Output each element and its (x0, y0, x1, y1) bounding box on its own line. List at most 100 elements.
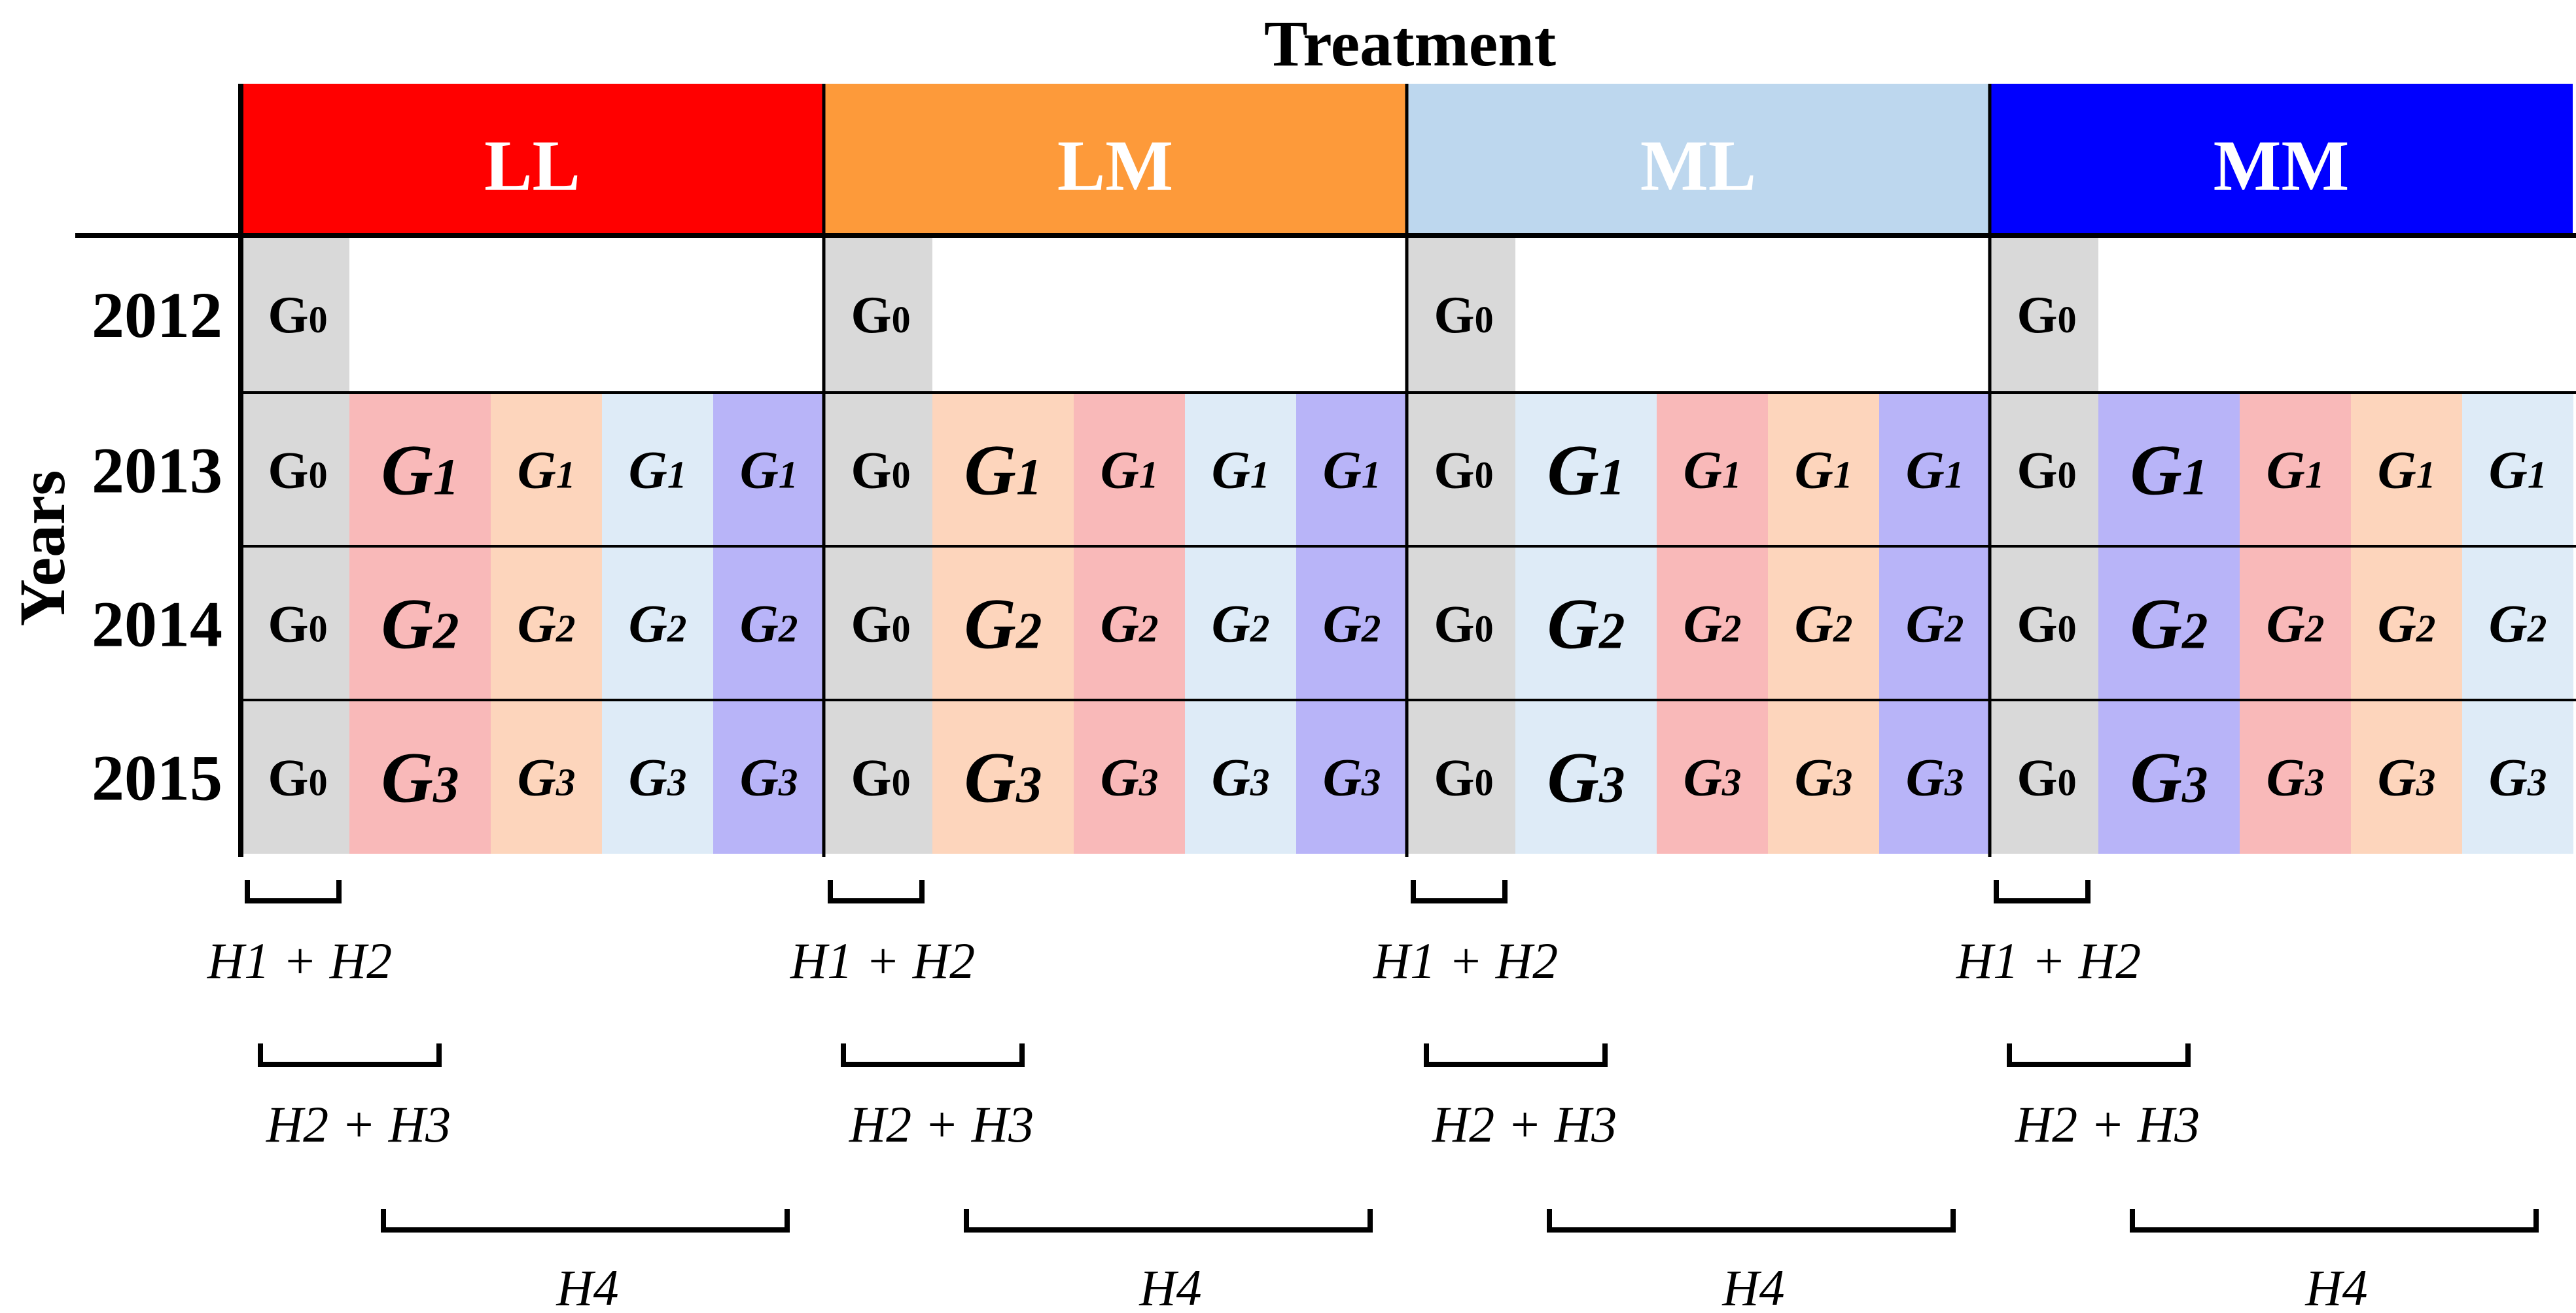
g0-column (1407, 236, 1515, 854)
generation-cell-label: G2 (2267, 594, 2325, 654)
hypothesis-bracket (381, 1209, 790, 1233)
hypothesis-label: H4 (1721, 1259, 1784, 1310)
generation-cell-label: G0 (268, 596, 327, 654)
generation-cell-label: G3 (1323, 748, 1381, 807)
generation-cell (349, 546, 491, 700)
g0-column (1990, 236, 2098, 854)
generation-cell (1185, 700, 1296, 854)
treatment-header-ml (1407, 84, 1990, 236)
hypothesis-bracket (2007, 1043, 2191, 1067)
y-axis-label: Years (6, 470, 79, 627)
hypothesis-label: H4 (1138, 1259, 1201, 1310)
generation-cell (1657, 700, 1768, 854)
generation-cell (2462, 700, 2573, 854)
generation-cell-label: G1 (1906, 440, 1964, 500)
generation-cell-label: G2 (964, 584, 1042, 664)
generation-cell-label: G0 (851, 596, 910, 654)
generation-cell (1074, 700, 1185, 854)
generation-cell-label: G0 (851, 287, 910, 344)
generation-cell-label: G0 (1434, 287, 1493, 344)
generation-cell (1768, 546, 1879, 700)
generation-cell (2240, 546, 2351, 700)
hypothesis-bracket (828, 880, 925, 903)
generation-cell-label: G3 (518, 748, 576, 807)
generation-cell-label: G2 (2378, 594, 2436, 654)
generation-cell (713, 393, 824, 546)
hypothesis-bracket (841, 1043, 1025, 1067)
year-label-2014: 2014 (92, 588, 222, 661)
g0-column (241, 236, 349, 854)
generation-cell-label: G2 (1323, 594, 1381, 654)
generation-cell (932, 546, 1074, 700)
hypothesis-label: H1 + H2 (207, 932, 392, 989)
year-label-2013: 2013 (92, 434, 222, 507)
generation-cell (1074, 393, 1185, 546)
generation-cell (1296, 393, 1407, 546)
hypothesis-bracket (1424, 1043, 1608, 1067)
treatment-header-lm (824, 84, 1407, 236)
hypothesis-label: H2 + H3 (2015, 1096, 2200, 1153)
generation-cell (1296, 546, 1407, 700)
generation-cell-label: G0 (2017, 596, 2076, 654)
generation-cell-label: G3 (2378, 748, 2436, 807)
generation-cell-label: G3 (1547, 738, 1625, 818)
generation-cell (1657, 546, 1768, 700)
hypothesis-label: H2 + H3 (849, 1096, 1034, 1153)
generation-cell-label: G0 (268, 442, 327, 500)
generation-cell (1515, 546, 1657, 700)
generation-cell (2098, 700, 2240, 854)
generation-cell (491, 546, 602, 700)
hypothesis-label: H1 + H2 (1373, 932, 1558, 989)
generation-cell-label: G1 (2489, 440, 2547, 500)
generation-cell-label: G1 (1101, 440, 1159, 500)
generation-cell-label: G3 (2267, 748, 2325, 807)
generation-cell-label: G3 (1684, 748, 1742, 807)
hypothesis-bracket (245, 880, 342, 903)
generation-cell (2240, 393, 2351, 546)
generation-cell-label: G0 (851, 750, 910, 807)
generation-cell-label: G3 (2130, 738, 2208, 818)
generation-cell-label: G2 (1795, 594, 1853, 654)
treatment-label-lm: LM (1057, 126, 1173, 205)
treatment-label-ll: LL (484, 126, 580, 205)
hypothesis-label: H1 + H2 (1956, 932, 2141, 989)
generation-cell-label: G2 (1684, 594, 1742, 654)
generation-cell-label: G0 (1434, 442, 1493, 500)
generation-cell (2098, 393, 2240, 546)
generation-cell-label: G1 (740, 440, 798, 500)
generation-cell-label: G1 (1547, 430, 1625, 510)
generation-cell (1768, 393, 1879, 546)
generation-cell-label: G0 (1434, 750, 1493, 807)
generation-cell-label: G2 (629, 594, 687, 654)
generation-cell-label: G3 (629, 748, 687, 807)
generation-cell (1515, 393, 1657, 546)
generation-cell-label: G0 (268, 750, 327, 807)
generation-cell-label: G2 (518, 594, 576, 654)
generation-cell-label: G1 (2267, 440, 2325, 500)
generation-cell-label: G1 (1795, 440, 1853, 500)
generation-cell-label: G3 (2489, 748, 2547, 807)
generation-cell (713, 546, 824, 700)
hypothesis-label: H2 + H3 (1432, 1096, 1617, 1153)
generation-cell-label: G0 (851, 442, 910, 500)
generation-cell (1185, 393, 1296, 546)
generation-cell-label: G2 (2130, 584, 2208, 664)
hypothesis-bracket (1411, 880, 1508, 903)
hypothesis-label: H2 + H3 (266, 1096, 451, 1153)
generation-cell-label: G0 (2017, 287, 2076, 344)
generation-cell (349, 700, 491, 854)
year-label-2015: 2015 (92, 742, 222, 814)
hypothesis-bracket (964, 1209, 1373, 1233)
generation-cell-label: G3 (964, 738, 1042, 818)
generation-cell-label: G1 (381, 430, 459, 510)
generation-cell-label: G1 (1323, 440, 1381, 500)
generation-cell (1296, 700, 1407, 854)
treatment-label-mm: MM (2214, 126, 2350, 205)
generation-cell-label: G3 (1212, 748, 1270, 807)
generation-cell-label: G2 (2489, 594, 2547, 654)
generation-cell (932, 393, 1074, 546)
generation-cell (491, 393, 602, 546)
generation-cell (1185, 546, 1296, 700)
